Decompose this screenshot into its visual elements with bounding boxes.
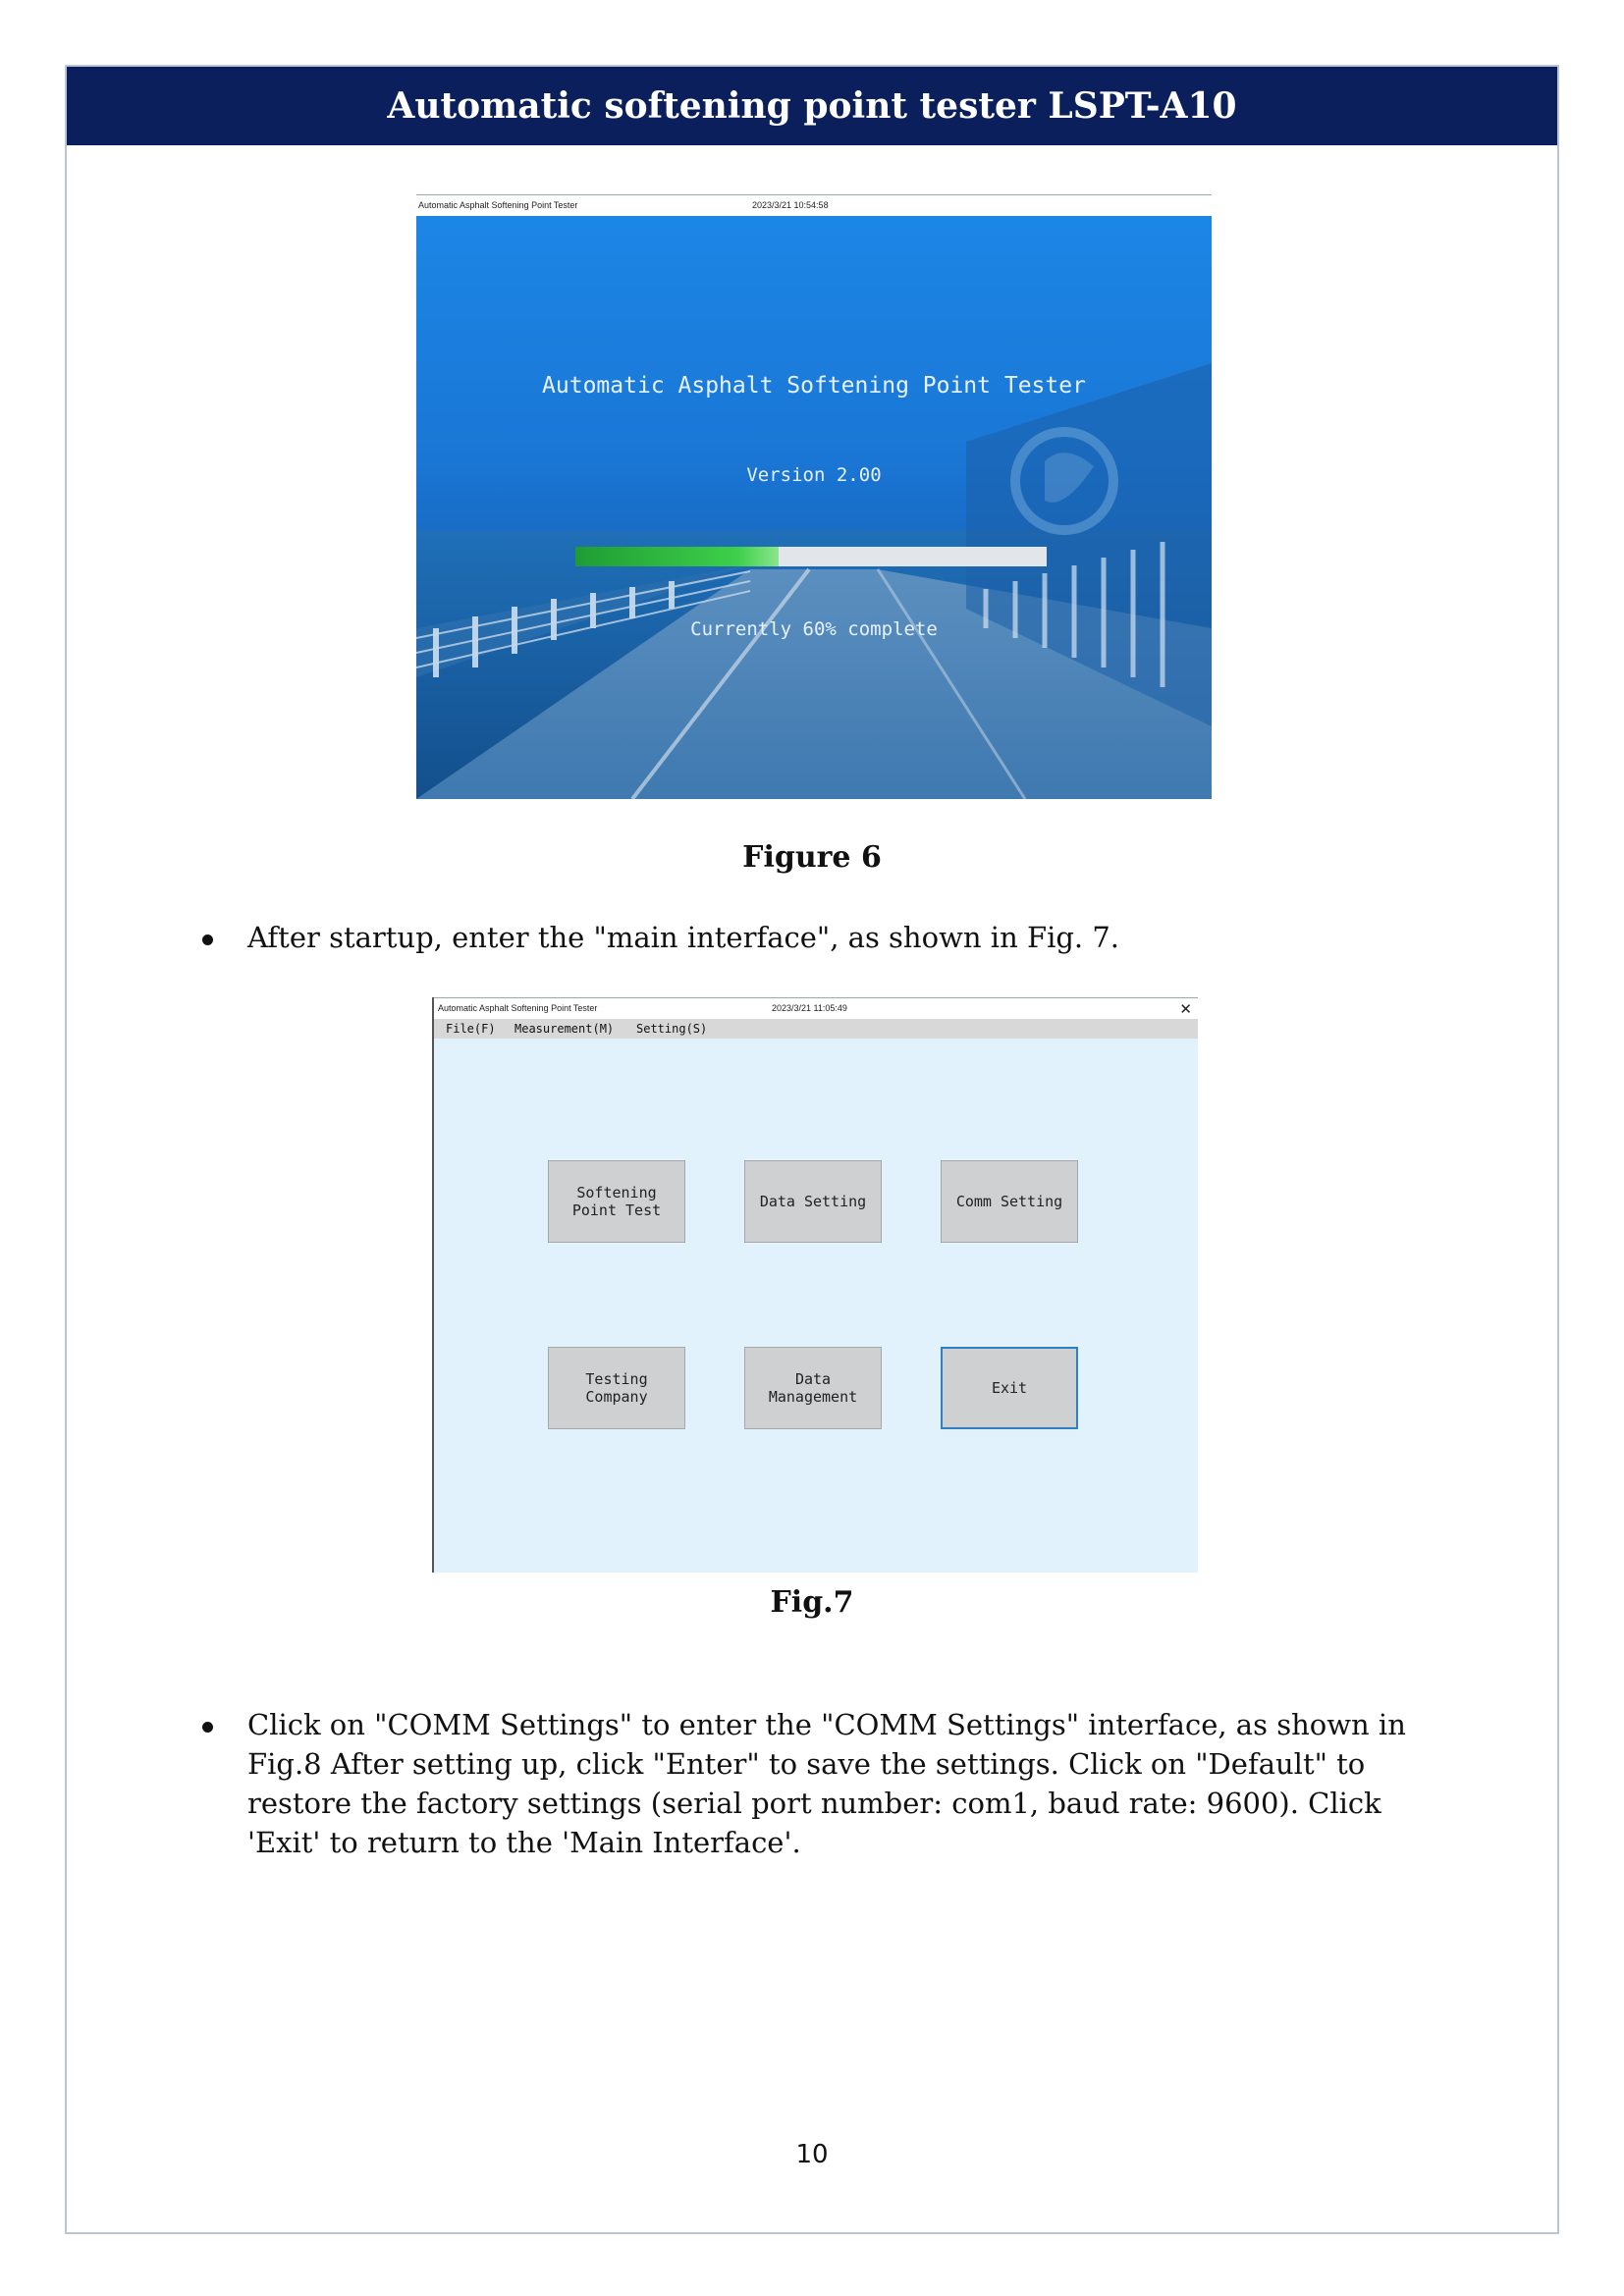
data-setting-button[interactable]: Data Setting [744,1160,882,1243]
figure-6-splash-screenshot: Automatic Asphalt Softening Point Tester… [416,194,1212,799]
splash-version: Version 2.00 [746,464,882,486]
comm-setting-button[interactable]: Comm Setting [941,1160,1078,1243]
main-window-title: Automatic Asphalt Softening Point Tester [438,1003,598,1013]
exit-button[interactable]: Exit [941,1347,1078,1429]
splash-title: Automatic Asphalt Softening Point Tester [542,373,1086,399]
main-titlebar: Automatic Asphalt Softening Point Tester… [434,997,1198,1020]
close-icon[interactable]: ✕ [1179,1001,1192,1018]
document-title: Automatic softening point tester LSPT-A1… [387,85,1237,127]
menu-measurement[interactable]: Measurement(M) [514,1022,615,1036]
softening-point-test-button[interactable]: Softening Point Test [548,1160,685,1243]
menu-file[interactable]: File(F) [446,1022,496,1036]
loading-progress-fill [575,547,780,566]
splash-window-title: Automatic Asphalt Softening Point Tester [418,200,578,210]
loading-progress-bar [575,547,1047,566]
page-frame [65,65,1559,2234]
progress-status-text: Currently 60% complete [690,618,938,640]
road-bridge-illustration [416,363,1212,799]
main-datetime: 2023/3/21 11:05:49 [772,1003,847,1013]
figure-7-main-interface-screenshot: Automatic Asphalt Softening Point Tester… [432,997,1198,1573]
page-number: 10 [795,2140,829,2169]
splash-background: Automatic Asphalt Softening Point Tester… [416,216,1212,799]
splash-titlebar: Automatic Asphalt Softening Point Tester… [416,194,1212,217]
paragraph-2-text: Click on "COMM Settings" to enter the "C… [247,1708,1406,1859]
menu-setting[interactable]: Setting(S) [636,1022,708,1036]
bullet-paragraph-1: After startup, enter the "main interface… [202,918,1435,957]
figure-6-caption: Figure 6 [742,840,882,875]
testing-company-button[interactable]: Testing Company [548,1347,685,1429]
splash-datetime: 2023/3/21 10:54:58 [752,200,829,210]
data-management-button[interactable]: Data Management [744,1347,882,1429]
bullet-icon [202,1722,213,1733]
figure-7-caption: Fig.7 [770,1585,854,1620]
bullet-paragraph-2: Click on "COMM Settings" to enter the "C… [202,1705,1435,1862]
document-header: Automatic softening point tester LSPT-A1… [67,67,1557,145]
menu-bar: File(F) Measurement(M) Setting(S) [434,1019,1198,1039]
paragraph-1-text: After startup, enter the "main interface… [247,921,1120,954]
bullet-icon [202,934,213,945]
